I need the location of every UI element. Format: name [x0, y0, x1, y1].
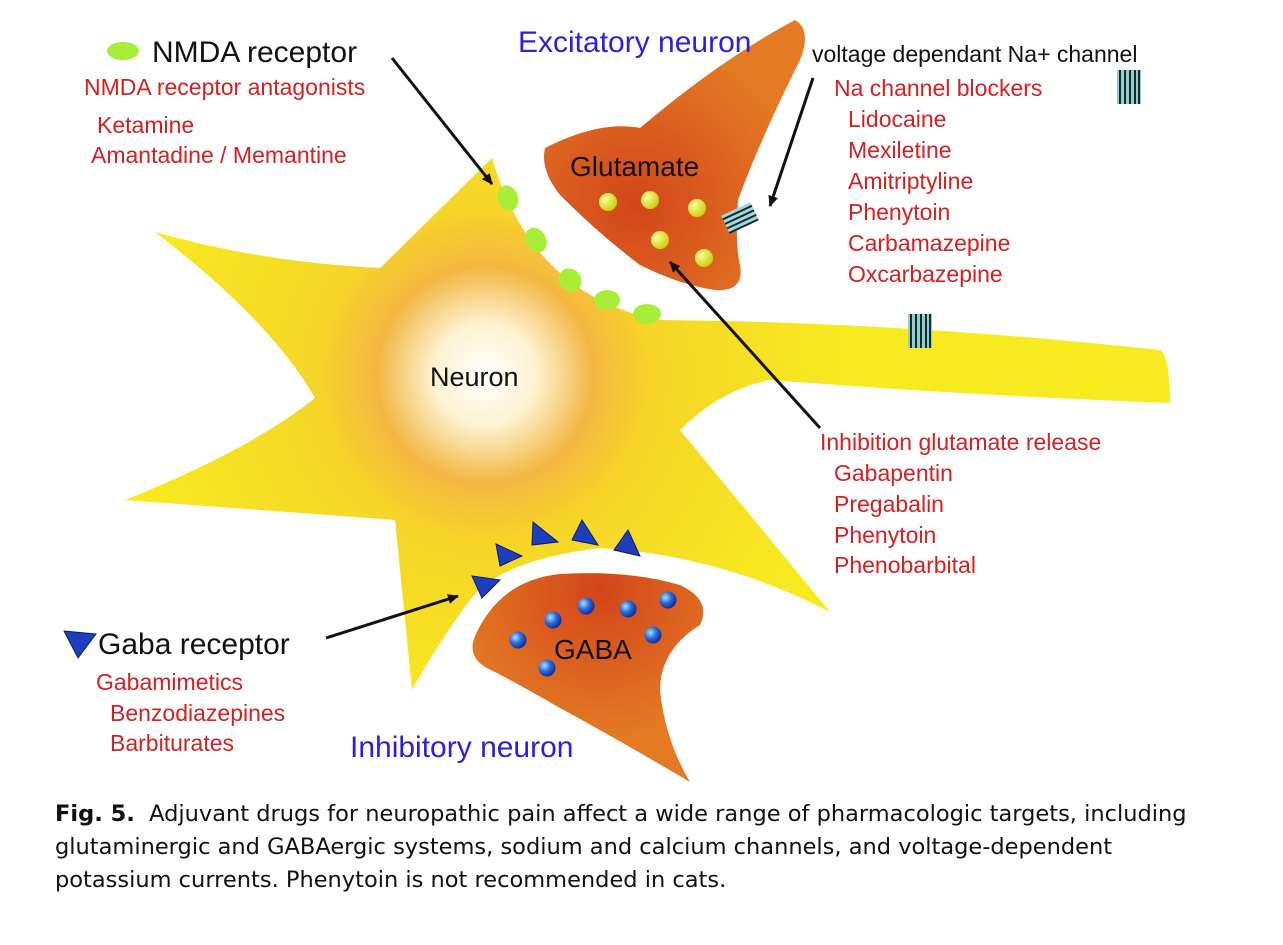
nmda-legend-icon: [107, 42, 139, 60]
glutamate-label: Glutamate: [570, 151, 699, 182]
nmda-drug: Amantadine / Memantine: [91, 142, 347, 168]
excitatory-terminal: [544, 20, 805, 291]
gaba-receptor-drug: Benzodiazepines: [110, 700, 285, 726]
na-drug: Phenytoin: [848, 199, 950, 225]
gaba-receptors: [471, 518, 641, 599]
nmda-title: NMDA receptor: [152, 36, 357, 69]
na-drug: Lidocaine: [848, 106, 946, 132]
glutamate-release-drug: Gabapentin: [834, 460, 953, 486]
gaba-receptor-drug: Barbiturates: [110, 730, 234, 756]
na-drug: Oxcarbazepine: [848, 261, 1003, 287]
nmda-arrow: [390, 57, 494, 185]
neuron-label: Neuron: [430, 362, 519, 392]
gaba-receptor-subtitle: Gabamimetics: [96, 669, 243, 695]
na-channel-subtitle: Na channel blockers: [834, 75, 1042, 101]
nmda-receptors: [497, 185, 661, 324]
glutamate-release-arrow: [668, 260, 822, 430]
nmda-subtitle: NMDA receptor antagonists: [84, 74, 365, 100]
gaba-receptor-arrow: [325, 594, 459, 640]
na-drug: Mexiletine: [848, 137, 952, 163]
glutamate-vesicles: [599, 191, 713, 267]
gaba-label: GABA: [554, 634, 632, 665]
na-drug: Amitriptyline: [848, 168, 973, 194]
gaba-vesicles: [509, 591, 677, 677]
na-channel-title: voltage dependant Na+ channel: [812, 41, 1137, 67]
gaba-receptor-title: Gaba receptor: [98, 628, 290, 661]
na-channel-legend-icon: [1117, 70, 1141, 104]
glutamate-release-drug: Phenobarbital: [834, 552, 976, 578]
excitatory-neuron-title: Excitatory neuron: [518, 26, 751, 59]
caption-text: Adjuvant drugs for neuropathic pain affe…: [55, 801, 1187, 893]
gaba-legend-icon: [63, 630, 97, 659]
neuron-diagram: Neuron Glutamate GABA Excitatory neuron …: [63, 20, 1170, 782]
inhibitory-neuron-title: Inhibitory neuron: [350, 731, 573, 764]
glutamate-release-drug: Pregabalin: [834, 491, 944, 517]
neuron-body: [125, 158, 1170, 690]
glutamate-release-title: Inhibition glutamate release: [820, 429, 1101, 455]
figure-caption: Fig. 5. Adjuvant drugs for neuropathic p…: [55, 798, 1205, 897]
glutamate-release-drug: Phenytoin: [834, 522, 936, 548]
caption-label: Fig. 5.: [55, 801, 135, 827]
inhibitory-terminal: [472, 573, 704, 782]
na-channel-arrow: [768, 77, 815, 207]
na-channel-axon: [908, 314, 932, 348]
nmda-drug: Ketamine: [97, 112, 194, 138]
na-channel-synapse: [721, 202, 759, 234]
na-drug: Carbamazepine: [848, 230, 1010, 256]
